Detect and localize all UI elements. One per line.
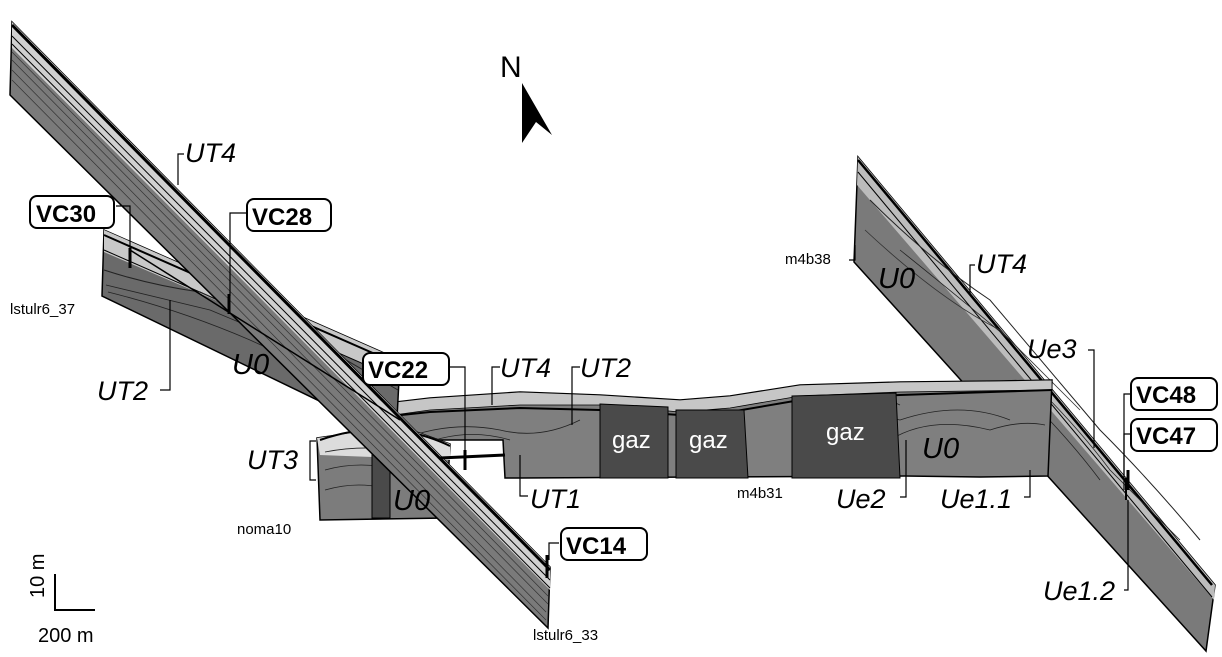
unit-ut3-label: UT3 (247, 445, 298, 475)
unit-ue3-label: Ue3 (1027, 334, 1077, 364)
unit-ue12-label: Ue1.2 (1043, 576, 1115, 606)
core-vc28-label: VC28 (252, 204, 312, 231)
gas-label-3: gaz (826, 419, 865, 446)
unit-u0-noma-label: U0 (393, 485, 430, 517)
unit-ut2-left-label: UT2 (97, 376, 148, 406)
core-vc14-label: VC14 (566, 533, 627, 560)
north-arrow: N (500, 51, 552, 143)
profile-m4b38-label: m4b38 (785, 251, 831, 268)
gas-label-2: gaz (689, 427, 728, 454)
unit-ut4-right-label: UT4 (976, 249, 1027, 279)
unit-u0-left-label: U0 (232, 349, 269, 381)
north-label: N (500, 51, 522, 84)
profile-m4b31-label: m4b31 (737, 485, 783, 502)
profile-noma10-label: noma10 (237, 521, 291, 538)
gas-label-1: gaz (612, 427, 651, 454)
scale-bar: 10 m 200 m (27, 554, 95, 647)
unit-ut1-label: UT1 (530, 484, 581, 514)
unit-ut2-mid-label: UT2 (580, 353, 631, 383)
scale-vertical-label: 10 m (27, 554, 49, 598)
unit-ut4-top-label: UT4 (185, 138, 236, 168)
core-vc22-label: VC22 (368, 357, 428, 384)
unit-ue11-label: Ue1.1 (940, 484, 1012, 514)
core-vc30-label: VC30 (36, 201, 96, 228)
profile-lstulr6_33-label: lstulr6_33 (533, 627, 598, 644)
unit-ut4-mid-label: UT4 (500, 353, 551, 383)
scale-horizontal-label: 200 m (38, 625, 94, 647)
unit-u0-mid-label: U0 (922, 433, 959, 465)
unit-u0-right-label: U0 (878, 263, 915, 295)
profile-lstulr6_37-label: lstulr6_37 (10, 301, 75, 318)
core-vc47-label: VC47 (1136, 423, 1196, 450)
north-arrow-icon (522, 83, 552, 143)
core-vc48-label: VC48 (1136, 382, 1196, 409)
unit-ue2-label: Ue2 (836, 484, 886, 514)
